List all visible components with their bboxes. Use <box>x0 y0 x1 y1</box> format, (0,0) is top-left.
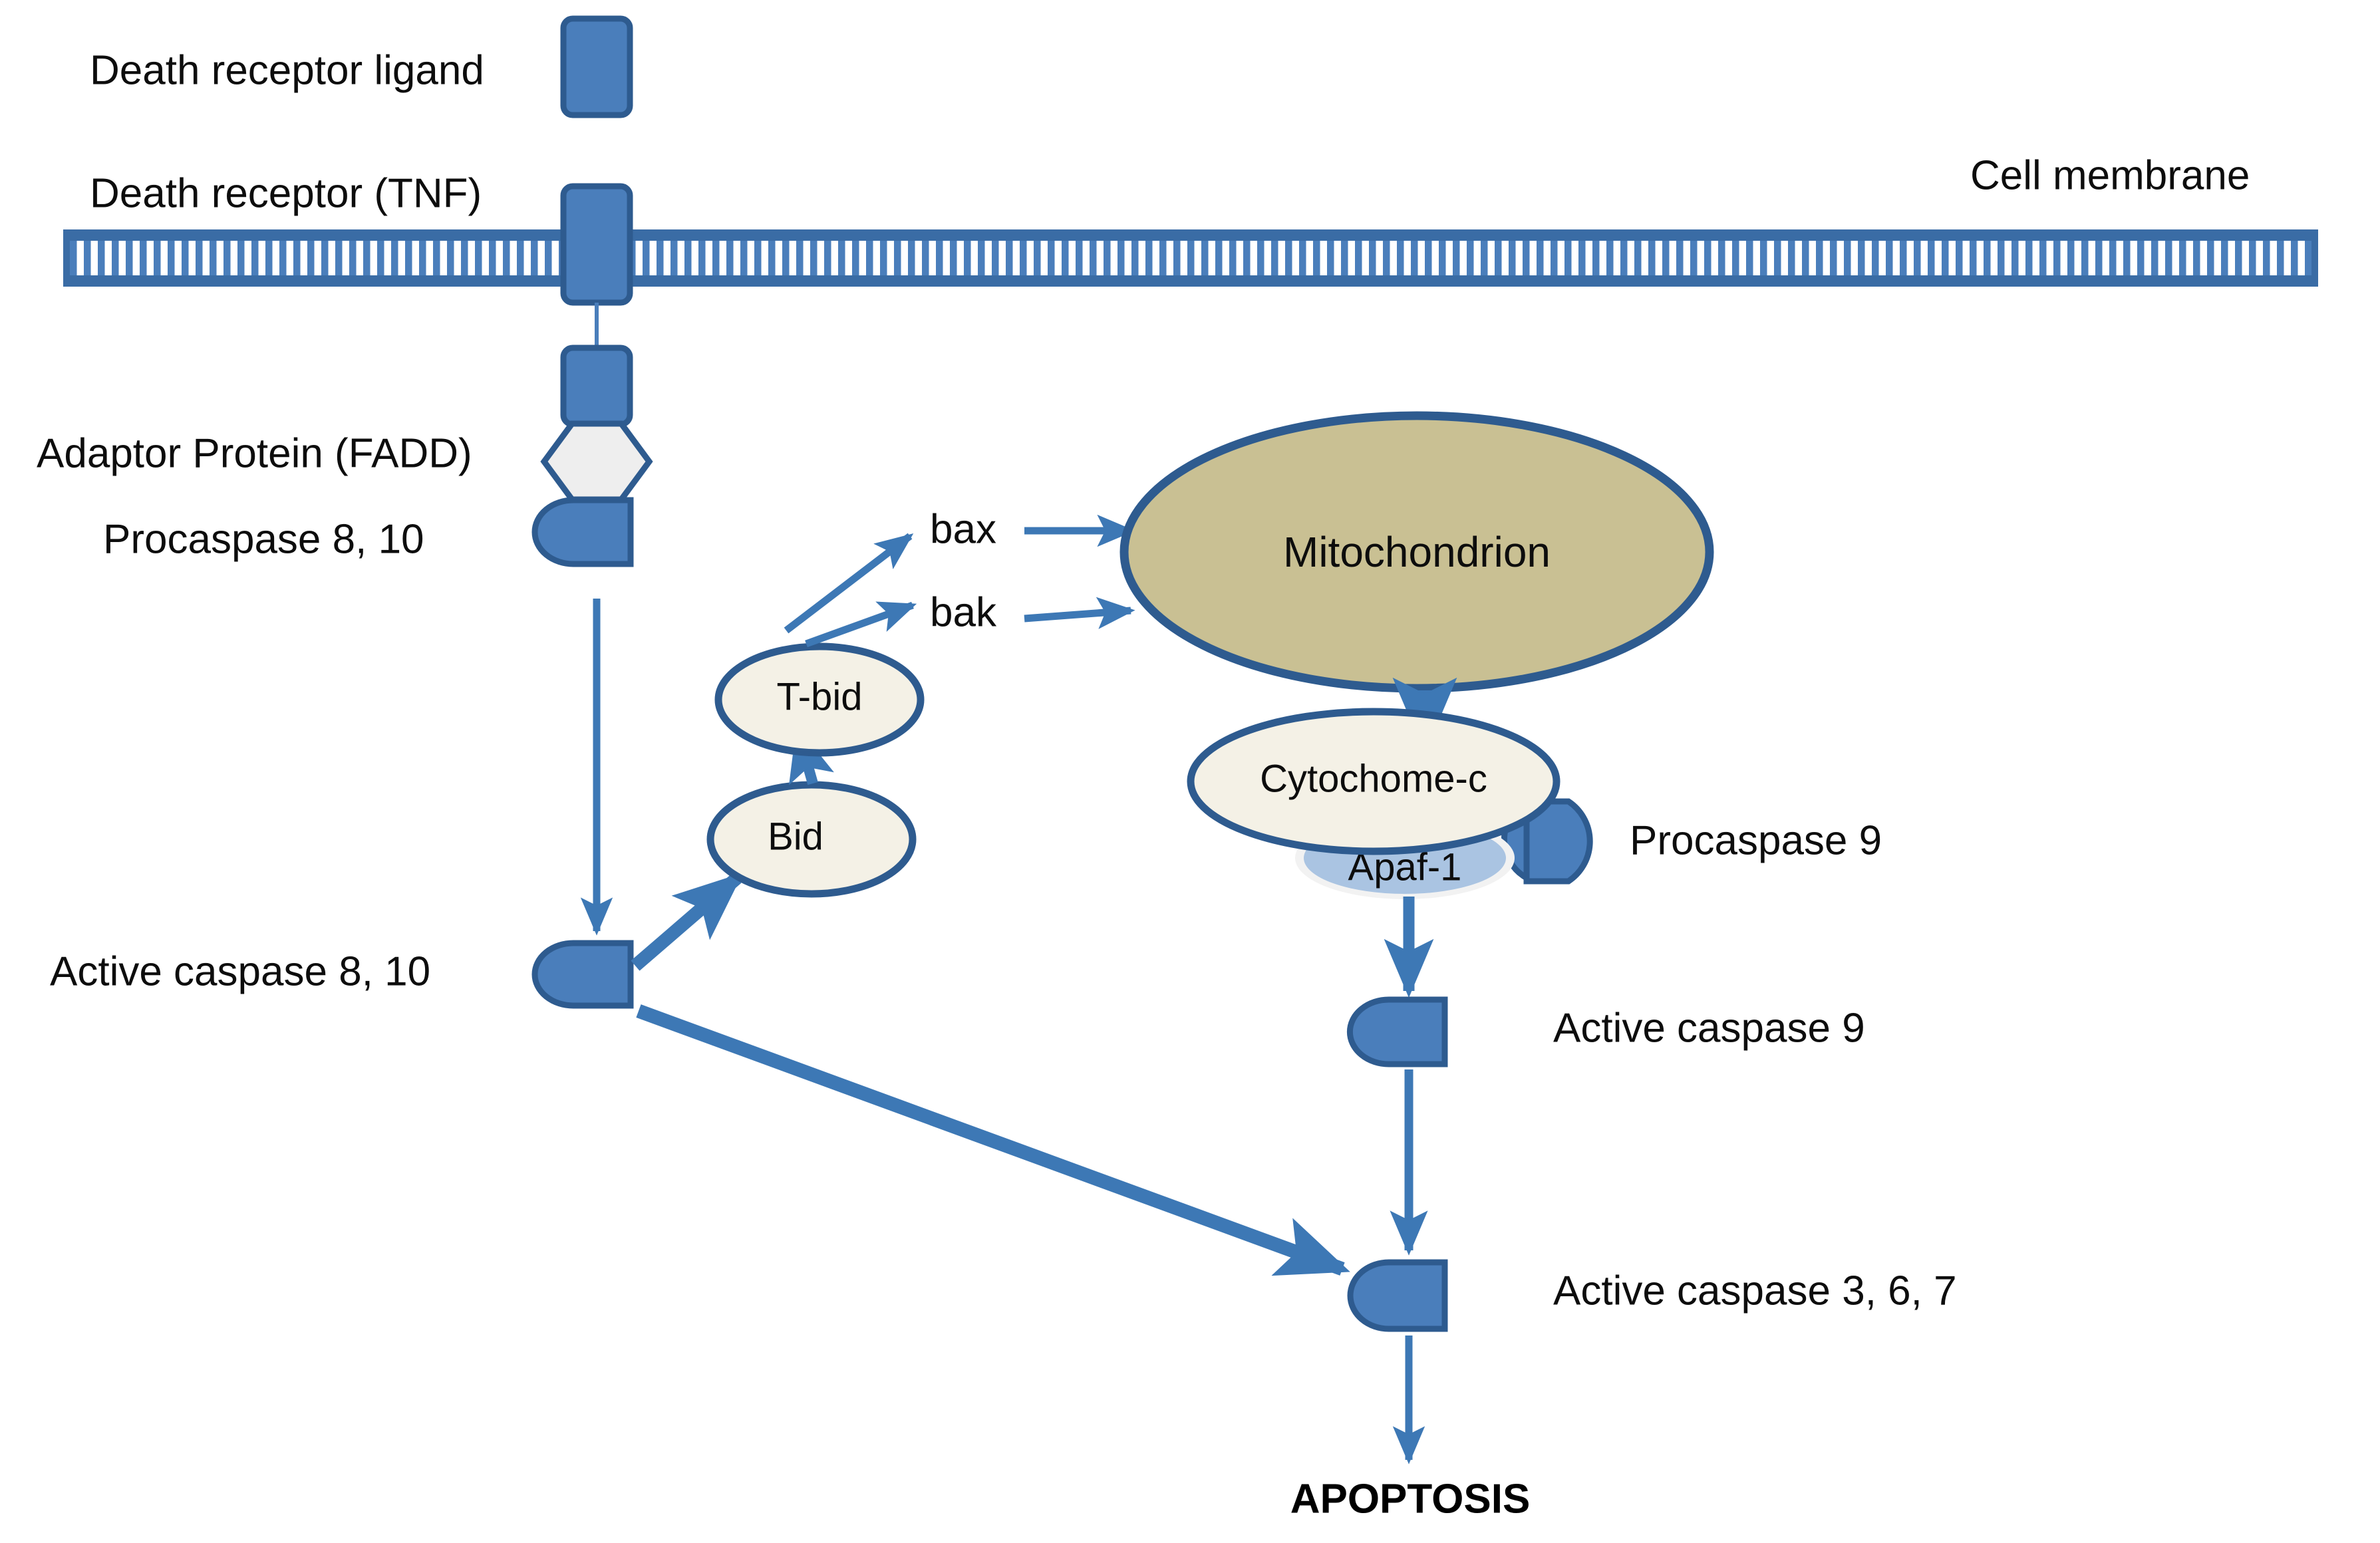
death-receptor-ligand-shape[interactable] <box>560 15 633 118</box>
edge-bak-to-mitochondrion <box>1024 597 1135 629</box>
bid-label: Bid <box>768 815 823 858</box>
fadd-stalk-shape[interactable] <box>560 345 633 428</box>
active-caspase-9-d-glyph <box>1346 996 1448 1067</box>
membrane-left-cap <box>63 229 70 287</box>
edge-tbid-to-bak <box>805 601 917 648</box>
membrane-bottom-rail <box>63 275 2318 287</box>
tbid-shape[interactable] <box>714 642 925 757</box>
edge-tbid-to-bax <box>784 533 914 634</box>
cytochrome-c-label: Cytochome-c <box>1260 757 1487 800</box>
edge-activecaspase810-to-bid <box>631 873 744 971</box>
bak-label: bak <box>930 589 997 635</box>
procaspase-8-10-label: Procaspase 8, 10 <box>103 516 424 562</box>
membrane-top-rail <box>63 229 2318 241</box>
procaspase-9-label: Procaspase 9 <box>1630 817 1882 863</box>
edge-activecaspase810-to-activecaspase367 <box>636 1004 1350 1276</box>
cell-membrane <box>63 229 2318 287</box>
apoptosis-label: APOPTOSIS <box>1290 1476 1531 1522</box>
cell-membrane-label: Cell membrane <box>1970 152 2250 198</box>
active-caspase-3-6-7-label: Active caspase 3, 6, 7 <box>1553 1268 1957 1314</box>
adaptor-protein-fadd-label: Adaptor Protein (FADD) <box>37 430 472 476</box>
tbid-label: T-bid <box>777 675 863 718</box>
active-caspase-9-label: Active caspase 9 <box>1553 1005 1865 1051</box>
death-receptor-tnf-shape[interactable] <box>560 183 633 306</box>
bax-label: bax <box>930 506 996 552</box>
active-caspase-3-6-7-shape[interactable] <box>1347 1259 1448 1332</box>
procaspase-8-10-shape[interactable] <box>531 497 634 567</box>
active-caspase-8-10-d-glyph <box>531 940 634 1009</box>
death-receptor-ligand-label: Death receptor ligand <box>90 47 484 93</box>
procaspase-8-10-d-glyph <box>531 497 634 567</box>
adaptor-protein-fadd-shape[interactable] <box>540 420 653 503</box>
active-caspase-9-shape[interactable] <box>1346 996 1448 1067</box>
membrane-right-cap <box>2311 229 2318 287</box>
death-receptor-tnf-label: Death receptor (TNF) <box>90 170 482 216</box>
active-caspase-3-6-7-d-glyph <box>1347 1259 1448 1332</box>
active-caspase-8-10-label: Active caspase 8, 10 <box>50 948 430 994</box>
mitochondrion-label: Mitochondrion <box>1283 528 1551 576</box>
cytochrome-c-shape[interactable] <box>1187 708 1561 855</box>
active-caspase-8-10-shape[interactable] <box>531 940 634 1009</box>
